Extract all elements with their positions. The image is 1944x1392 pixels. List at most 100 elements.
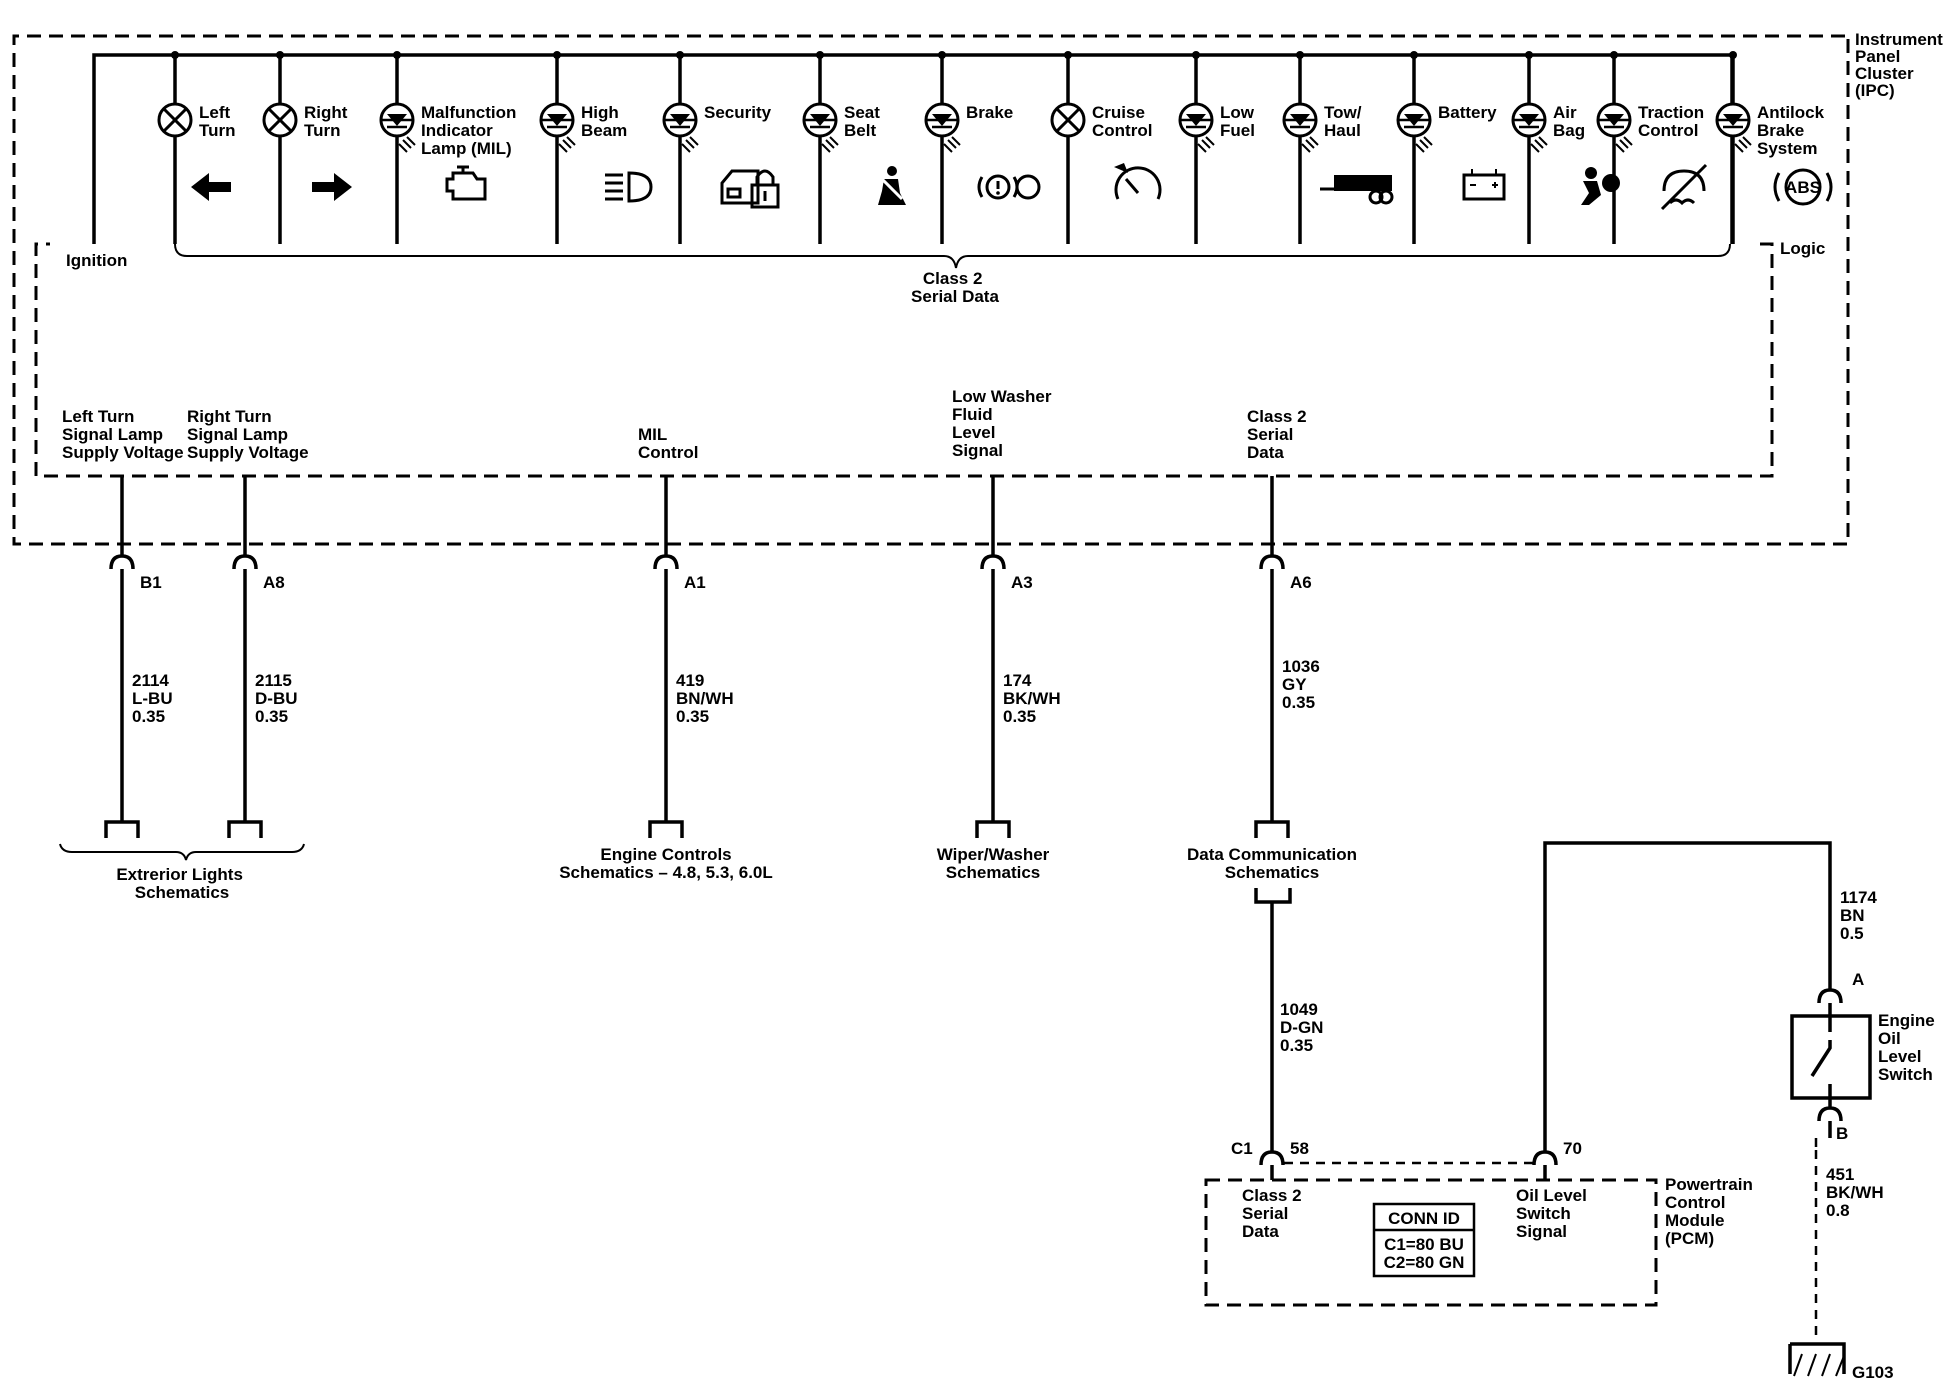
- ipc-title: Instrument Panel Cluster (IPC): [1855, 30, 1944, 100]
- pcm-pin-70-connector: [1532, 1150, 1558, 1180]
- led-lamp-icon: [1511, 102, 1548, 153]
- connector-icon: [109, 554, 135, 580]
- conn-id-table: CONN ID C1=80 BU C2=80 GN: [1372, 1202, 1476, 1278]
- ground-label: G103: [1852, 1363, 1894, 1382]
- led-lamp-icon: [1178, 102, 1215, 153]
- circuit-pin: A6: [1290, 573, 1312, 592]
- oil-level-signal-wire: [1543, 841, 1832, 1152]
- led-lamp-icon: [1282, 102, 1319, 153]
- pcm-class2-wire-label: 1049 D-GN 0.35: [1280, 1000, 1328, 1055]
- exterior-lights-brace: [59, 843, 305, 861]
- switch-pin-a-connector: [1817, 988, 1843, 1016]
- indicator-label: Brake: [966, 103, 1013, 122]
- pcm-title: Powertrain Control Module (PCM): [1665, 1175, 1758, 1248]
- logic-box: [34, 242, 1774, 478]
- switch-pin-a: A: [1852, 970, 1864, 989]
- terminal-icon: [1254, 820, 1290, 838]
- serial-data-brace: [174, 243, 1731, 269]
- security-lock-icon: [720, 169, 780, 209]
- logic-label: Logic: [1780, 239, 1825, 258]
- connector-icon: [653, 554, 679, 580]
- abs-icon-text: ABS: [1785, 178, 1821, 197]
- battery-icon: [1462, 169, 1506, 201]
- indicator-security-lock: Security: [662, 51, 780, 244]
- led-lamp-icon: [1715, 102, 1752, 153]
- indicator-label: Battery: [1438, 103, 1497, 122]
- indicator-tow-haul: Tow/Haul: [1282, 51, 1394, 244]
- led-lamp-icon: [539, 102, 576, 153]
- ignition-feed-wire: [92, 53, 1734, 244]
- circuit-pin: B1: [140, 573, 162, 592]
- brake-icon: [977, 174, 1041, 200]
- bulb-lamp-icon: [262, 102, 298, 138]
- pcm-pin-70: 70: [1563, 1139, 1582, 1158]
- seat-belt-icon: [878, 166, 906, 205]
- connector-icon: [232, 554, 258, 580]
- left-arrow-icon: [191, 173, 231, 201]
- traction-control-icon: [1660, 163, 1708, 211]
- led-lamp-icon: [924, 102, 961, 153]
- pcm-pin-58: 58: [1290, 1139, 1309, 1158]
- high-beam-icon: [605, 171, 653, 203]
- conn-id-title: CONN ID: [1388, 1209, 1460, 1228]
- terminal-icon: [975, 820, 1011, 838]
- indicator-brake: Brake: [924, 51, 1041, 244]
- terminal-icon: [104, 820, 140, 838]
- ignition-label: Ignition: [66, 251, 127, 270]
- right-arrow-icon: [312, 173, 352, 201]
- switch-pin-b-connector: [1817, 1098, 1843, 1138]
- circuit-pin: A1: [684, 573, 706, 592]
- led-lamp-icon: [1396, 102, 1433, 153]
- pcm-oil-level-label: Oil Level Switch Signal: [1516, 1186, 1592, 1241]
- switch-label: Engine Oil Level Switch: [1878, 1011, 1939, 1084]
- pcm-pin-58-connector: [1259, 1150, 1285, 1180]
- data-comm-to-pcm-connector: [1254, 888, 1292, 1152]
- connector-icon: [1259, 554, 1285, 580]
- led-lamp-icon: [1596, 102, 1633, 153]
- cruise-control-icon: [1114, 163, 1162, 200]
- ground-g103-icon: [1788, 1342, 1846, 1377]
- exterior-lights-label: Extrerior Lights Schematics: [116, 865, 247, 902]
- switch-wire-bottom-label: 451 BK/WH 0.8: [1826, 1165, 1888, 1220]
- abs-icon: ABS: [1773, 168, 1833, 206]
- engine-oil-level-switch: [1790, 1014, 1872, 1100]
- conn-id-row: C1=80 BU: [1384, 1235, 1464, 1254]
- terminal-icon: [648, 820, 684, 838]
- bulb-lamp-icon: [1050, 102, 1086, 138]
- switch-pin-b: B: [1836, 1124, 1848, 1143]
- conn-id-row: C2=80 GN: [1384, 1253, 1465, 1272]
- serial-data-bus-label: Class 2 Serial Data: [911, 269, 999, 306]
- indicator-battery: Battery: [1396, 51, 1506, 244]
